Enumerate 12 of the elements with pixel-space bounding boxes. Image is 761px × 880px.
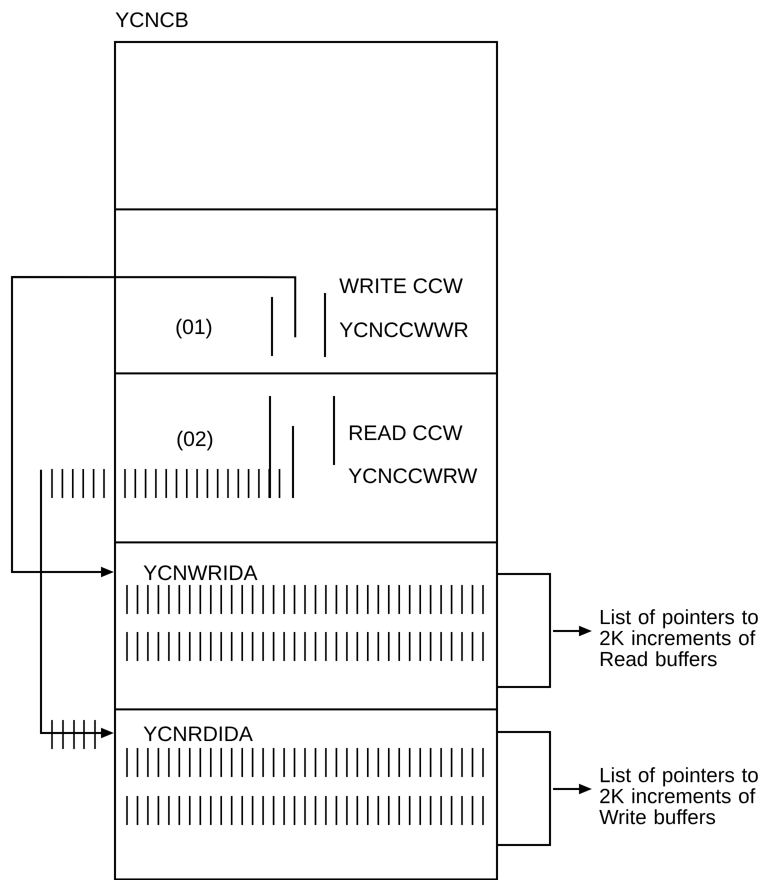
field-label: YCNCCWRW	[348, 468, 478, 484]
note-text: List of pointers to 2K increments of Read buffers	[600, 609, 758, 666]
field-number: (01)	[176, 318, 212, 338]
section-box	[114, 208, 496, 210]
field-number: YCNWRIDA	[144, 565, 258, 580]
field-label: WRITE CCW	[339, 278, 463, 294]
field-number: (02)	[178, 430, 212, 450]
block-title: YCNCB	[116, 12, 188, 28]
note-text: List of pointers to 2K increments of Write buffers	[599, 767, 758, 824]
field-label: READ CCW	[350, 425, 462, 440]
field-number: YCNRDIDA	[144, 726, 253, 742]
field-label: YCNCCWWR	[340, 322, 468, 338]
